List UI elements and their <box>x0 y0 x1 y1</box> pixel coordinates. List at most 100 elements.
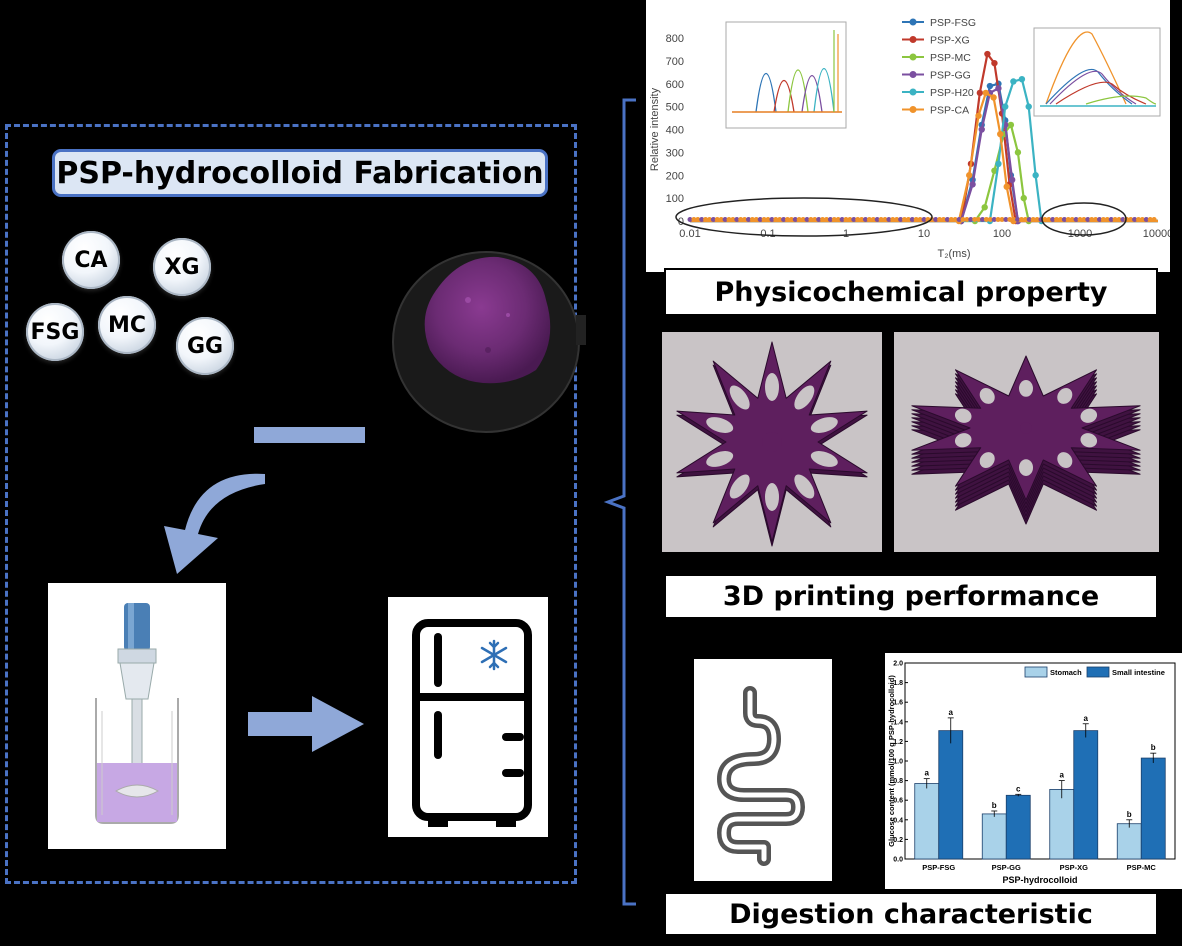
t2-baseline-dot <box>886 217 892 222</box>
petal-hole <box>1019 380 1033 397</box>
t2-baseline-dot <box>1089 217 1095 222</box>
flower-center <box>762 432 782 452</box>
bar-legend-swatch <box>1024 666 1048 678</box>
t2-highlight-ellipse <box>675 197 933 237</box>
t2-baseline-dot <box>788 217 794 222</box>
t2-data-point <box>990 94 997 101</box>
t2-baseline-dot <box>742 217 748 222</box>
bar-small-intestine <box>1140 757 1166 860</box>
t2-data-point <box>986 82 994 90</box>
t2-baseline-dot <box>1132 217 1138 222</box>
printed-sample-side-view <box>894 332 1159 552</box>
t2-legend-label: PSP-FSG <box>930 17 976 29</box>
t2-baseline-dot <box>730 217 736 222</box>
printed-sample-top-view <box>662 332 882 552</box>
printing-label: 3D printing performance <box>664 574 1158 619</box>
t2-baseline-dot <box>917 217 923 222</box>
t2-data-point <box>997 130 1004 138</box>
t2-baseline-dot <box>1073 217 1079 222</box>
t2-data-point <box>1018 75 1026 83</box>
t2-y-tick-label: 800 <box>666 33 684 45</box>
bar-y-tick-label: 0.8 <box>893 778 903 785</box>
t2-baseline-dot <box>1042 217 1048 222</box>
t2-baseline-dot <box>847 217 853 222</box>
t2-y-tick-label: 300 <box>666 147 684 159</box>
t2-baseline-dot <box>714 217 720 222</box>
t2-legend-marker <box>909 106 917 113</box>
bar-y-axis-label: Glucose content (mmol/100 g PSP-hydrocol… <box>887 675 896 847</box>
t2-data-point <box>1025 103 1032 110</box>
t2-baseline-dot <box>827 217 833 222</box>
t2-baseline-dot <box>749 217 755 222</box>
t2-baseline-dot <box>863 217 868 222</box>
t2-baseline-dot <box>1104 217 1110 222</box>
t2-data-point <box>995 160 1002 168</box>
petal-hole <box>706 451 734 467</box>
petal-hole <box>1057 452 1073 468</box>
t2-baseline-dot <box>812 217 818 222</box>
t2-legend-marker <box>909 71 917 78</box>
t2-inset-curve <box>755 73 777 113</box>
t2-baseline-dot <box>905 217 911 222</box>
t2-baseline-dot <box>722 217 728 222</box>
t2-baseline-dot <box>1116 217 1122 222</box>
t2-data-point <box>1010 78 1017 85</box>
t2-inset-curve <box>813 67 835 113</box>
bar-y-tick-label: 0.0 <box>893 857 903 864</box>
t2-baseline-dot <box>933 217 939 222</box>
t2-legend-marker <box>909 53 917 61</box>
petal-hole <box>794 385 815 410</box>
t2-baseline-dot <box>761 217 767 222</box>
bar-y-tick-label: 0.4 <box>893 817 903 824</box>
bar-y-tick-label: 1.6 <box>893 700 903 707</box>
t2-baseline-dot <box>1143 217 1149 222</box>
petal-hole <box>979 452 995 468</box>
homogenizer-image <box>48 583 226 849</box>
t2-baseline-dot <box>687 217 693 222</box>
t2-data-point <box>982 89 990 97</box>
t2-baseline-dot <box>699 217 705 222</box>
t2-data-point <box>995 85 1002 92</box>
t2-inset-curve <box>801 75 823 113</box>
intestine-icon <box>694 659 832 881</box>
t2-series-line-psp-h20 <box>690 77 1158 223</box>
t2-baseline-dot <box>1046 217 1052 222</box>
bar-y-tick-label: 2.0 <box>893 661 903 668</box>
bar-y-tick-label: 0.2 <box>893 837 903 844</box>
t2-baseline-dot <box>948 217 954 222</box>
bar-x-axis-label: PSP-hydrocolloid <box>1002 875 1077 885</box>
t2-baseline-dot <box>1061 217 1067 222</box>
t2-legend-marker <box>909 36 917 43</box>
flower-center <box>1020 422 1032 434</box>
t2-data-point <box>976 89 984 97</box>
bar-significance-label: c <box>1016 784 1021 793</box>
bar-y-tick-label: 0.6 <box>893 798 903 805</box>
petal-hole <box>979 388 995 404</box>
purple-powder-image <box>392 251 586 433</box>
petal-hole <box>810 417 838 433</box>
bar-significance-label: b <box>992 801 997 810</box>
t2-inset-left <box>725 21 847 129</box>
t2-baseline-dot <box>1026 217 1032 222</box>
t2-baseline-dot <box>952 217 958 222</box>
fabrication-panel-frame <box>5 124 577 884</box>
t2-y-axis-label: Relative intensity <box>649 87 661 171</box>
t2-baseline-dot <box>866 217 872 222</box>
petal-hole <box>1080 408 1098 423</box>
t2-baseline-dot <box>1022 217 1028 222</box>
fabrication-title: PSP-hydrocolloid Fabrication <box>52 149 548 197</box>
t2-baseline-dot <box>1058 217 1063 222</box>
ingredient-xg: XG <box>153 238 211 296</box>
t2-baseline-dot <box>718 217 724 222</box>
t2-baseline-dot <box>991 217 997 222</box>
t2-baseline-dot <box>781 217 787 222</box>
petal-hole <box>1080 433 1098 448</box>
t2-baseline-dot <box>1147 217 1153 222</box>
t2-baseline-dot <box>738 217 744 222</box>
freezer-image <box>388 597 548 837</box>
t2-baseline-dot <box>941 217 946 222</box>
t2-baseline-dot <box>964 217 970 222</box>
t2-baseline-dot <box>746 217 751 222</box>
t2-baseline-dot <box>878 217 884 222</box>
t2-baseline-dot <box>851 217 857 222</box>
